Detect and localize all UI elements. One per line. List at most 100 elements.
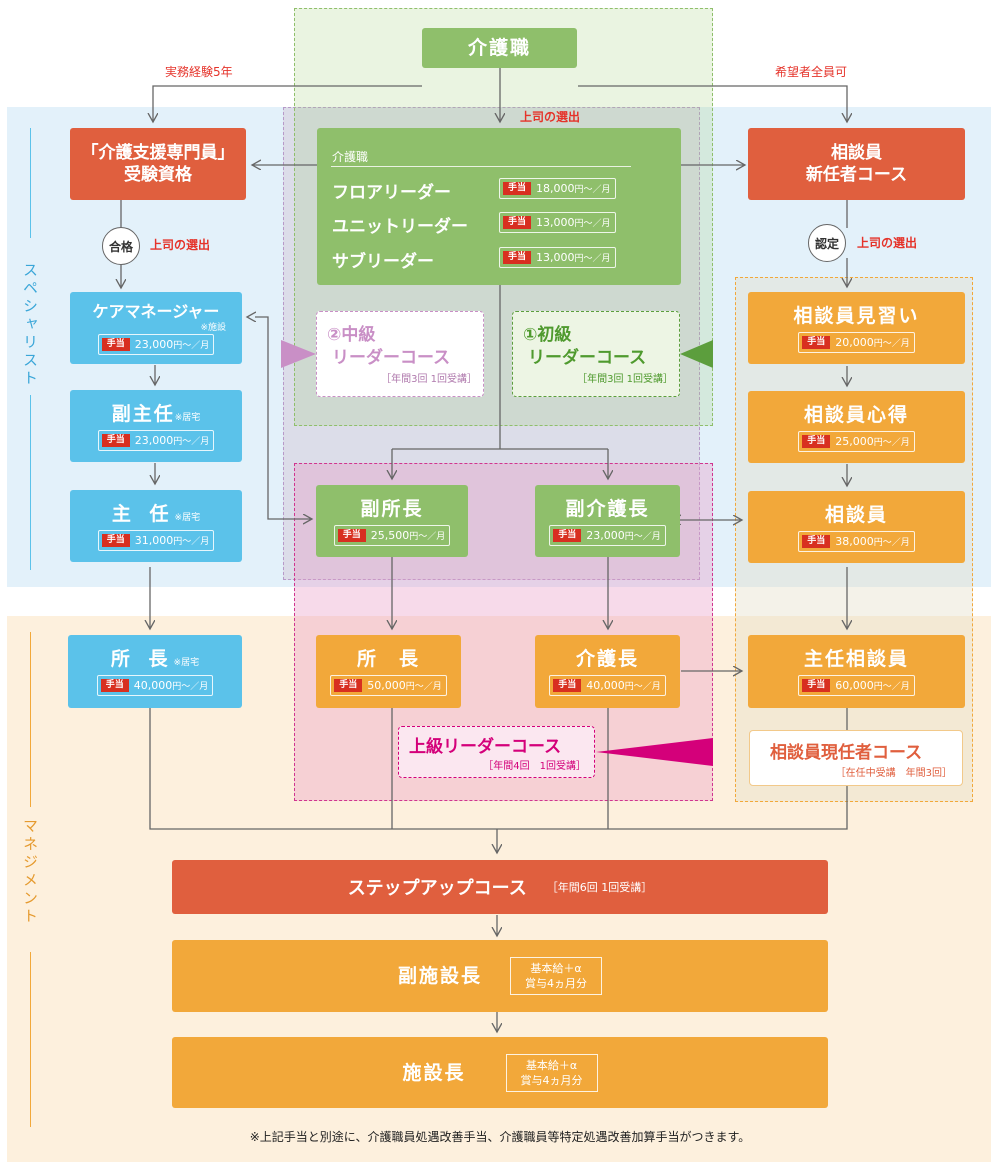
stepup-title: ステップアップコース — [347, 878, 527, 899]
left-shocho-title-row: 所 長※居宅 — [111, 647, 199, 671]
allowance-unit: 円〜／月 — [624, 531, 661, 542]
care-manager-title-row: ケアマネージャー — [93, 301, 220, 323]
boss-select-top: 上司の選出 — [520, 110, 581, 124]
allowance-amount: 25,000 — [835, 434, 874, 448]
allowance-unit: 円〜／月 — [409, 531, 446, 542]
senior-course-title: 上級リーダーコース — [409, 737, 562, 757]
beginner-course-line1: ①初級 — [523, 325, 572, 345]
base-pay-line1: 基本給＋α — [525, 1058, 578, 1072]
consultant-title: 相談員 — [824, 503, 888, 526]
management-divider-top — [30, 632, 31, 807]
specialist-label: スペシャリスト — [21, 262, 39, 388]
base-pay-line1: 基本給＋α — [530, 962, 582, 975]
stepup-course-box: ステップアップコース ［年間6回 1回受講］ — [172, 860, 828, 914]
left-shocho-title: 所 長 — [110, 648, 174, 670]
base-pay-line2: 賞与4ヵ月分 — [525, 977, 587, 990]
shunin-note: ※居宅 — [174, 512, 201, 523]
center-shocho-title: 所 長 — [356, 648, 420, 670]
fukushocho-title: 副所長 — [360, 497, 424, 520]
allowance-unit: 円〜／月 — [574, 254, 611, 264]
allowance-amount: 31,000 — [134, 533, 174, 547]
allowance-tag: 手当 — [503, 216, 532, 229]
allowance-amount: 40,000 — [133, 679, 173, 692]
allowance-tag: 手当 — [101, 533, 130, 547]
allowance-unit: 円〜／月 — [173, 436, 210, 447]
allowance-unit: 円〜／月 — [574, 219, 611, 229]
care-manager-note: ※施設 — [200, 323, 226, 333]
beginner-course-line2: リーダーコース — [528, 348, 647, 368]
chief-title: 主任相談員 — [803, 648, 909, 670]
middle-course-note: ［年間3回 1回受講］ — [381, 374, 477, 385]
allowance-amount: 13,000 — [536, 216, 575, 229]
consultant-current-course: 相談員現任者コース ［在任中受講 年間3回］ — [749, 730, 963, 786]
management-label: マネジメント — [21, 818, 39, 926]
kokoroe-title: 相談員心得 — [803, 403, 909, 426]
allowance-tag: 手当 — [101, 433, 130, 447]
beginner-course-note: ［年間3回 1回受講］ — [577, 374, 673, 385]
allowance-unit: 円〜／月 — [873, 537, 910, 548]
stepup-note: ［年間6回 1回受講］ — [546, 881, 653, 894]
allowance-unit: 円〜／月 — [873, 338, 910, 349]
allowance-tag: 手当 — [802, 534, 831, 548]
vice-director-base-pay: 基本給＋α 賞与4ヵ月分 — [510, 957, 602, 995]
consultant-current-title: 相談員現任者コース — [770, 743, 923, 763]
director-base-pay: 基本給＋α 賞与4ヵ月分 — [505, 1053, 598, 1092]
allowance-amount: 50,000 — [367, 679, 406, 692]
vice-director-box: 副施設長 基本給＋α 賞与4ヵ月分 — [172, 940, 828, 1012]
middle-course-line2: リーダーコース — [332, 348, 451, 368]
left-shocho-note: ※居宅 — [173, 658, 200, 668]
allowance-tag: 手当 — [334, 679, 363, 692]
allowance-amount: 23,000 — [134, 338, 174, 351]
allowance-amount: 25,500 — [370, 528, 410, 542]
allowance-amount: 60,000 — [835, 679, 874, 692]
allowance-tag: 手当 — [553, 679, 582, 692]
allowance-tag: 手当 — [503, 182, 532, 195]
footnote: ※上記手当と別途に、介護職員処遇改善手当、介護職員等特定処遇改善加算手当がつきま… — [249, 1130, 751, 1144]
new-course-line1: 相談員 — [831, 143, 882, 163]
pass-badge: 合格 — [102, 227, 140, 265]
boss-select-right: 上司の選出 — [857, 236, 918, 250]
allowance-amount: 13,000 — [536, 251, 575, 264]
consultant-current-note: ［在任中受講 年間3回］ — [835, 768, 952, 779]
senior-course-note: ［年間4回 1回受講］ — [483, 761, 586, 772]
middle-course-line1: ②中級 — [327, 325, 376, 345]
kaigo-top-box: 介護職 — [422, 28, 577, 68]
specialist-divider-bottom — [30, 395, 31, 570]
care-manager-title: ケアマネージャー — [92, 302, 220, 321]
allowance-unit: 円〜／月 — [173, 341, 210, 351]
fukushunin-note: ※居宅 — [174, 412, 201, 423]
management-divider-bottom — [30, 952, 31, 1127]
qualification-line1: 「介護支援専門員」 — [81, 143, 235, 163]
allowance-unit: 円〜／月 — [172, 682, 209, 692]
specialist-divider-top — [30, 128, 31, 238]
left-requirement-note: 実務経験5年 — [165, 65, 233, 79]
allowance-amount: 40,000 — [586, 679, 625, 692]
allowance-unit: 円〜／月 — [574, 185, 611, 195]
allowance-unit: 円〜／月 — [873, 682, 910, 692]
allowance-amount: 23,000 — [134, 433, 174, 447]
care-support-qualification-box: 「介護支援専門員」 受験資格 — [70, 128, 246, 200]
consultant-new-course-box: 相談員 新任者コース — [748, 128, 965, 200]
allowance-unit: 円〜／月 — [173, 536, 210, 547]
kaigo-leader-divider — [331, 166, 631, 167]
